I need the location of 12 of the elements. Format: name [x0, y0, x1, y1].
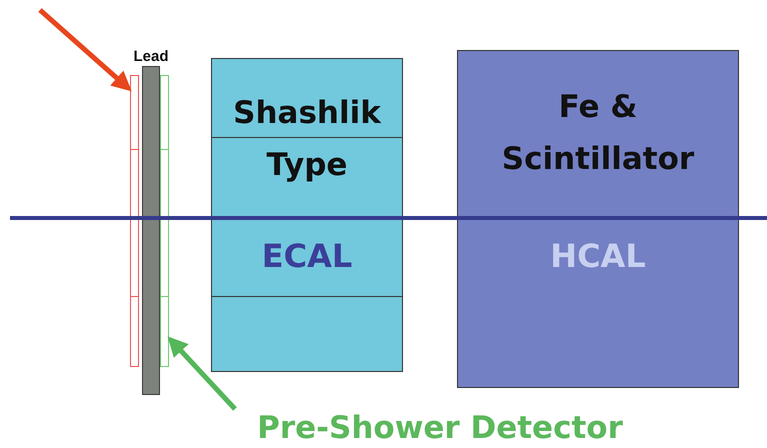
- arrow: [38, 8, 132, 92]
- block-label: HCAL: [549, 237, 647, 275]
- arrow: [168, 336, 237, 411]
- detector-label: Pre-Shower Detector: [256, 410, 624, 446]
- hcal-block: [457, 50, 739, 388]
- veto-strip: [130, 75, 139, 367]
- preshower-strip: [160, 75, 169, 367]
- block-title: Fe & Scintillator: [500, 88, 696, 179]
- block-title: Shashlik Type: [232, 94, 382, 185]
- ecal-block: [211, 58, 403, 372]
- part-label: Lead: [132, 48, 170, 65]
- block-label: ECAL: [260, 237, 354, 275]
